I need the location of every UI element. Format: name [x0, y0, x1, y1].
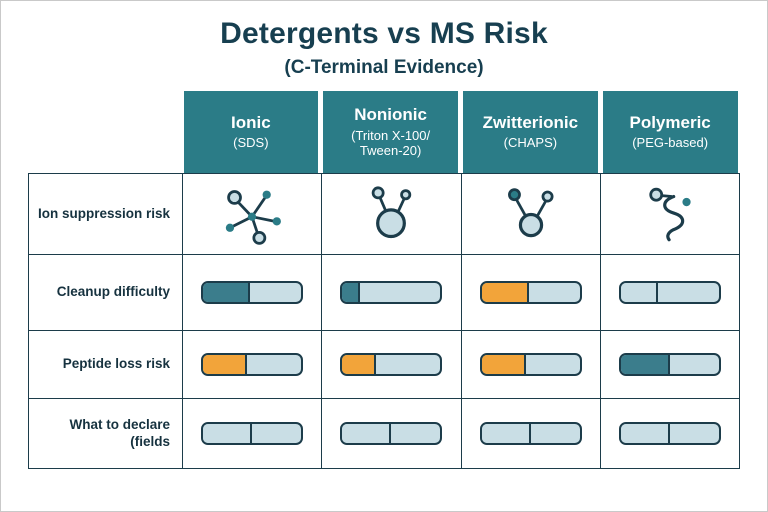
column-sublabel: (SDS) [233, 135, 269, 151]
cell-nonionic-cleanup [321, 254, 461, 330]
header-spacer [28, 91, 181, 173]
cell-ionic-peptide-loss [182, 330, 322, 398]
cell-zwitterionic-declare [460, 398, 600, 468]
column-label: Nonionic [354, 105, 427, 125]
rating-bar [479, 422, 582, 445]
page-title: Detergents vs MS Risk [220, 17, 548, 50]
cell-nonionic-peptide-loss [321, 330, 461, 398]
branched-molecule-icon [213, 180, 291, 248]
cell-polymeric-cleanup [599, 254, 739, 330]
comparison-table: Ionic (SDS) Nonionic (Triton X-100/ Twee… [28, 91, 740, 469]
cell-ionic-declare [182, 398, 322, 468]
column-label: Polymeric [629, 112, 711, 132]
cell-ionic-suppression [182, 174, 321, 254]
cell-zwitterionic-suppression [460, 174, 600, 254]
polymer-chain-icon [631, 180, 709, 248]
column-label: Ionic [231, 112, 271, 132]
row-label-ion-suppression: Ion suppression risk [37, 205, 170, 221]
column-header-polymeric: Polymeric (PEG-based) [602, 91, 738, 173]
zwitterion-icon [492, 180, 570, 248]
rating-bar [618, 281, 721, 304]
cell-polymeric-peptide-loss [599, 330, 739, 398]
rating-bar [340, 281, 443, 304]
cell-polymeric-declare [599, 398, 739, 468]
rating-bar [479, 353, 582, 376]
micelle-icon [352, 180, 430, 248]
cell-polymeric-suppression [599, 174, 739, 254]
rating-bar [340, 422, 443, 445]
rating-bar [618, 353, 721, 376]
column-header-zwitterionic: Zwitterionic (CHAPS) [463, 91, 598, 173]
page-subtitle: (C-Terminal Evidence) [284, 57, 484, 78]
column-sublabel: (PEG-based) [632, 135, 709, 151]
row-label-declare: What to declare (fields [29, 398, 182, 468]
cell-nonionic-declare [321, 398, 461, 468]
row-label-peptide-loss: Peptide loss risk [29, 330, 182, 398]
column-sublabel: (Triton X-100/ Tween-20) [351, 127, 431, 159]
column-sublabel: (CHAPS) [503, 135, 558, 151]
rating-bar [201, 281, 304, 304]
rating-bar [201, 422, 304, 445]
cell-zwitterionic-cleanup [460, 254, 600, 330]
rating-bar [479, 281, 582, 304]
rating-bar [201, 353, 304, 376]
table-header-row: Ionic (SDS) Nonionic (Triton X-100/ Twee… [28, 91, 740, 173]
cell-ionic-cleanup [182, 254, 322, 330]
column-label: Zwitterionic [482, 112, 579, 132]
cell-zwitterionic-peptide-loss [460, 330, 600, 398]
column-header-ionic: Ionic (SDS) [183, 91, 319, 173]
column-header-nonionic: Nonionic (Triton X-100/ Tween-20) [323, 91, 458, 173]
cell-nonionic-suppression [321, 174, 460, 254]
rating-bar [618, 422, 721, 445]
row-label-cleanup: Cleanup difficulty [29, 254, 182, 330]
table-body: Ion suppression risk [28, 173, 740, 469]
rating-bar [340, 353, 443, 376]
